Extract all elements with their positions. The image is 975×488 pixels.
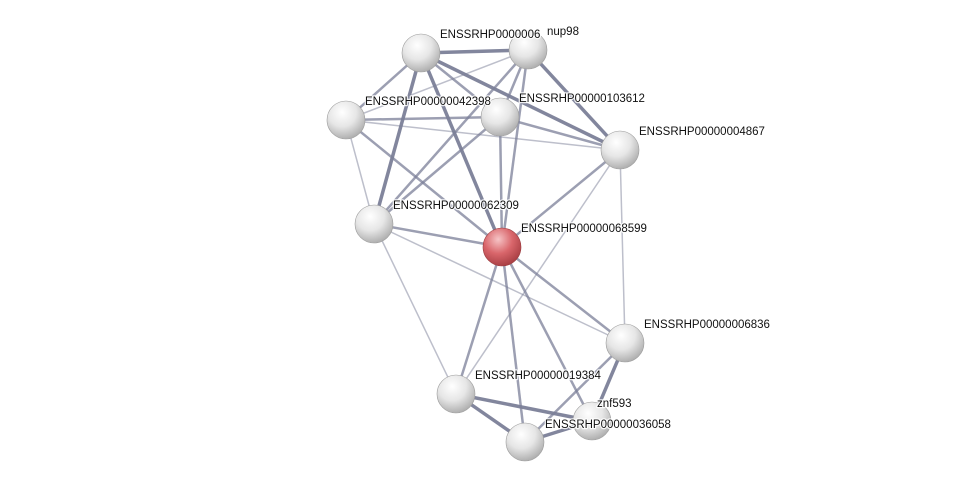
node-label: ENSSRHP00000006836	[644, 319, 770, 331]
protein-node[interactable]	[401, 33, 441, 73]
edge-n3-n4[interactable]	[499, 115, 621, 152]
edge-n8-n10[interactable]	[455, 392, 593, 423]
protein-node[interactable]	[505, 422, 545, 462]
edge-n2-n3[interactable]	[345, 115, 501, 122]
protein-node[interactable]	[326, 100, 366, 140]
node-label: ENSSRHP00000036058	[545, 419, 671, 431]
edge-n3-n5[interactable]	[373, 116, 501, 225]
edge-n1-n5[interactable]	[373, 49, 529, 225]
edge-n6-n7[interactable]	[501, 246, 626, 344]
edge-n1-n2[interactable]	[345, 49, 529, 121]
protein-node[interactable]	[354, 204, 394, 244]
edge-n5-n8[interactable]	[373, 223, 457, 395]
edge-n4-n8[interactable]	[455, 149, 621, 395]
protein-node[interactable]	[572, 401, 612, 441]
node-label: ENSSRHP00000062309	[393, 200, 519, 212]
protein-node[interactable]	[480, 97, 520, 137]
protein-node[interactable]	[508, 30, 548, 70]
protein-node[interactable]	[600, 130, 640, 170]
node-label: ENSSRHP00000019384	[475, 370, 602, 382]
protein-node[interactable]	[436, 374, 476, 414]
edge-n1-n4[interactable]	[526, 48, 622, 152]
edge-n5-n6[interactable]	[373, 222, 503, 249]
node-label: ENSSRHP00000103612	[519, 93, 645, 105]
edge-n3-n6[interactable]	[498, 116, 504, 248]
node-label: nup98	[547, 26, 579, 38]
edge-n4-n6[interactable]	[501, 149, 621, 248]
edge-n0-n5[interactable]	[372, 52, 423, 225]
node-label: znf593	[597, 398, 632, 410]
nodes-layer	[326, 30, 645, 462]
edge-n4-n7[interactable]	[619, 149, 626, 344]
edge-n6-n10[interactable]	[500, 246, 594, 422]
node-label: ENSSRHP0000006	[440, 29, 540, 41]
edge-n6-n9[interactable]	[500, 246, 527, 443]
node-label: ENSSRHP00000004867	[639, 126, 765, 138]
edge-n6-n8[interactable]	[454, 246, 504, 395]
node-label: ENSSRHP00000042398	[365, 96, 491, 108]
edge-n2-n4[interactable]	[345, 119, 621, 151]
edge-n5-n7[interactable]	[373, 223, 626, 344]
protein-node[interactable]	[605, 323, 645, 363]
edge-n1-n6[interactable]	[500, 49, 530, 248]
node-label: ENSSRHP00000068599	[521, 223, 647, 235]
edge-n7-n9[interactable]	[524, 342, 626, 443]
edge-n2-n6[interactable]	[345, 119, 503, 248]
query-protein-node[interactable]	[482, 227, 522, 267]
